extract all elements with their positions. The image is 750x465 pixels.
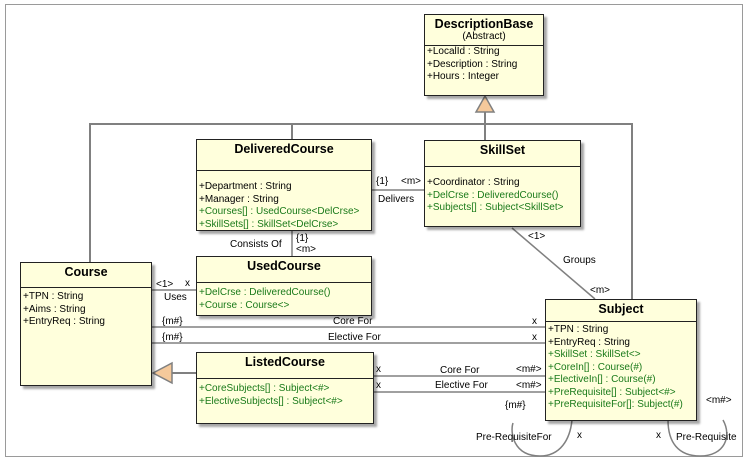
- class-attribute: +Manager : String: [199, 193, 279, 205]
- class-attribute: +Department : String: [199, 181, 292, 192]
- core-for-mult-source: {m#}: [162, 316, 183, 327]
- class-name: ListedCourse: [245, 355, 325, 369]
- class-name: UsedCourse: [247, 259, 321, 273]
- class-operation: +PreRequisiteFor[]: Subject(#): [548, 399, 683, 410]
- class-divider: [546, 321, 696, 322]
- prerequisite-mult-source: <m#>: [706, 395, 732, 406]
- class-divider: [425, 166, 580, 167]
- prerequisite-for-mult-target: x: [577, 430, 582, 441]
- class-subject[interactable]: Subject +TPN : String +EntryReq : String…: [545, 299, 697, 421]
- class-name: SkillSet: [479, 143, 526, 157]
- core-for-label: Core For: [333, 316, 373, 327]
- uses-mult-source: <1>: [156, 279, 174, 290]
- class-divider: [197, 282, 371, 283]
- uses-mult-target: x: [185, 278, 190, 289]
- listed-elective-for-mult-target: <m#>: [516, 380, 542, 391]
- consists-of-label: Consists Of: [230, 239, 282, 250]
- generalization-tree: [89, 123, 633, 303]
- class-operation: +Course : Course<>: [199, 299, 290, 311]
- association-groups-line: [511, 227, 596, 300]
- class-name: Subject: [598, 302, 644, 316]
- delivers-mult-target: <m>: [401, 176, 422, 187]
- class-operation: +CoreSubjects[] : Subject<#>: [199, 383, 330, 394]
- class-divider: [425, 45, 543, 46]
- class-delivered-course[interactable]: DeliveredCourse +Department : String +Ma…: [196, 139, 372, 231]
- class-attribute: +Aims : String: [23, 303, 86, 315]
- class-name: DeliveredCourse: [234, 142, 334, 156]
- consists-of-mult-target: <m>: [296, 244, 317, 255]
- delivers-mult-source: {1}: [376, 176, 389, 187]
- groups-mult-source: <1>: [528, 231, 546, 242]
- listed-core-for-label: Core For: [440, 365, 480, 376]
- class-attribute: +EntryReq : String: [548, 336, 630, 348]
- delivers-label: Delivers: [378, 194, 415, 205]
- class-operation: +PreRequisite[] : Subject<#>: [548, 386, 676, 398]
- class-operation: +SkillSet : SkillSet<>: [548, 349, 641, 360]
- prerequisite-for-mult-source: {m#}: [505, 400, 526, 411]
- elective-for-label: Elective For: [328, 332, 381, 343]
- class-divider: [21, 287, 151, 288]
- self-association-prerequisite: [667, 419, 728, 457]
- uses-label: Uses: [164, 292, 187, 303]
- groups-mult-target: <m>: [590, 285, 611, 296]
- class-used-course[interactable]: UsedCourse +DelCrse : DeliveredCourse() …: [196, 256, 372, 316]
- class-operation: +DelCrse : DeliveredCourse(): [427, 189, 559, 201]
- class-listed-course[interactable]: ListedCourse +CoreSubjects[] : Subject<#…: [196, 352, 374, 424]
- generalization-arrowhead: [474, 94, 496, 113]
- core-for-mult-target: x: [532, 316, 537, 327]
- class-operation: +ElectiveSubjects[] : Subject<#>: [199, 395, 343, 407]
- class-divider: [197, 378, 373, 379]
- class-stereotype: (Abstract): [462, 31, 506, 42]
- diagram-frame: [5, 4, 743, 457]
- prerequisite-for-label: Pre-RequisiteFor: [476, 432, 552, 443]
- class-name: Course: [64, 265, 108, 279]
- class-operation: +Subjects[] : Subject<SkillSet>: [427, 202, 564, 213]
- class-course[interactable]: Course +TPN : String +Aims : String +Ent…: [20, 262, 152, 386]
- elective-for-mult-source: {m#}: [162, 332, 183, 343]
- class-operation: +ElectiveIn[] : Course(#): [548, 374, 656, 385]
- class-divider: [197, 170, 371, 171]
- class-description-base[interactable]: DescriptionBase (Abstract) +LocalId : St…: [424, 14, 544, 96]
- elective-for-mult-target: x: [532, 332, 537, 343]
- class-operation: +DelCrse : DeliveredCourse(): [199, 287, 331, 298]
- class-attribute: +TPN : String: [548, 324, 609, 335]
- class-skill-set[interactable]: SkillSet +Coordinator : String +DelCrse …: [424, 140, 581, 227]
- class-name: DescriptionBase: [434, 17, 534, 31]
- class-attribute: +EntryReq : String: [23, 316, 105, 327]
- class-attribute: +LocalId : String: [427, 46, 500, 57]
- consists-of-mult-source: {1}: [296, 233, 309, 244]
- listed-elective-for-mult-source: x: [376, 380, 381, 391]
- groups-label: Groups: [563, 255, 596, 266]
- class-operation: +CoreIn[] : Course(#): [548, 361, 643, 373]
- prerequisite-mult-target: x: [656, 430, 661, 441]
- listed-core-for-mult-source: x: [376, 364, 381, 375]
- class-operation: +Courses[] : UsedCourse<DelCrse>: [199, 206, 360, 217]
- prerequisite-label: Pre-Requisite: [676, 432, 737, 443]
- listed-elective-for-label: Elective For: [435, 380, 488, 391]
- class-attribute: +Description : String: [427, 58, 518, 70]
- listed-core-for-mult-target: <m#>: [516, 364, 542, 375]
- class-attribute: +Hours : Integer: [427, 71, 499, 82]
- class-attribute: +Coordinator : String: [427, 177, 520, 188]
- class-operation: +SkillSets[] : SkillSet<DelCrse>: [199, 218, 339, 230]
- class-attribute: +TPN : String: [23, 291, 84, 302]
- self-association-prerequisite-for: [511, 419, 573, 457]
- listed-course-generalization-arrowhead: [151, 361, 173, 385]
